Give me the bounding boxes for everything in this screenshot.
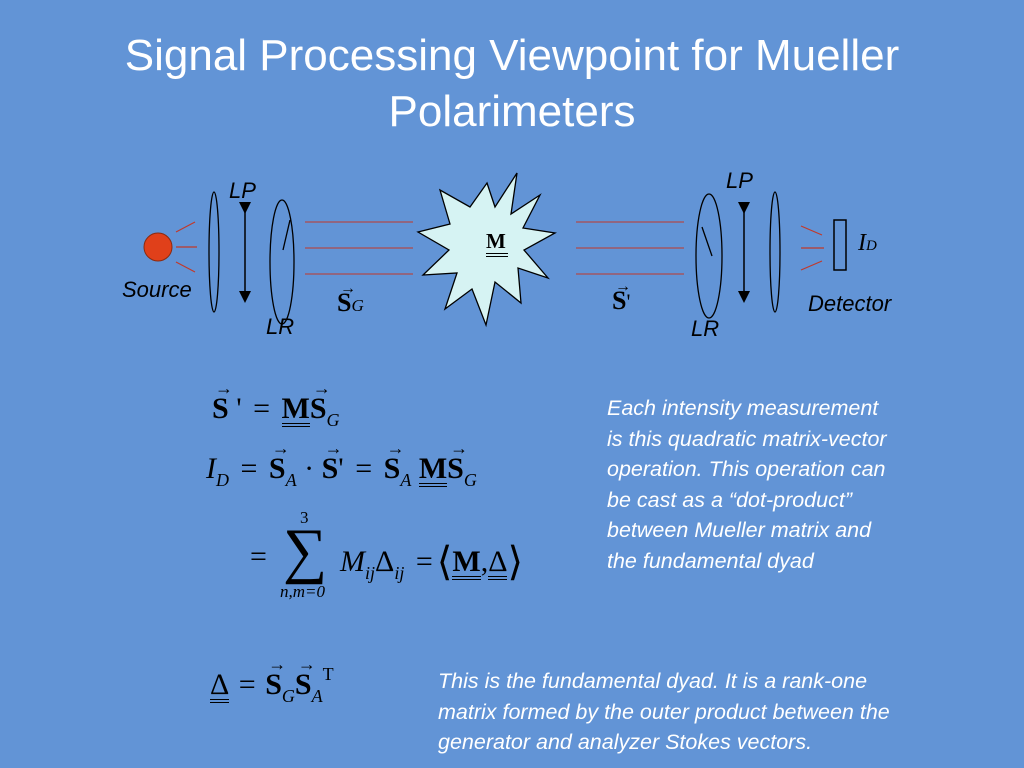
output-stokes-label: → S' [612,278,631,315]
generator-stokes-label: → SG [337,280,364,317]
generator-beam [305,221,413,275]
left-rotating-retarder [269,199,295,325]
matrix-underline [486,253,508,257]
source-icon [143,232,173,262]
source-rays [175,221,197,273]
title-line-1: Signal Processing Viewpoint for Mueller [124,31,900,80]
vector-arrow-icon: → [340,280,356,297]
detector-rays [800,225,824,271]
right-rotating-retarder [695,193,723,319]
vector-arrow-icon: → [324,438,343,458]
source-label: Source [122,277,192,302]
summation-symbol: ∑ [283,517,328,585]
vector-arrow-icon: → [297,654,316,674]
explanation-paragraph-2: This is the fundamental dyad. It is a ra… [438,669,890,754]
detector-label: Detector [808,291,892,316]
detector-icon [833,219,847,271]
equation-intensity: ID = →SA · →S' = →SA M→SG [206,438,477,490]
equation-fundamental-dyad: Δ = →SG→SAT [210,654,334,706]
vector-arrow-icon: → [268,654,287,674]
title-line-2: Polarimeters [388,87,636,136]
equation-output-stokes: →S ' = M→SG [212,378,340,430]
detected-intensity-label: ID [858,230,877,256]
right-retarder-fast-axis [701,226,713,257]
output-beam [576,221,684,275]
left-lp-label: LP [229,178,256,203]
right-lr-label: LR [691,316,720,341]
explanation-paragraph-1: Each intensity measurement is this quadr… [607,396,887,573]
left-lr-label: LR [266,314,295,339]
right-lp-label: LP [726,168,753,193]
vector-arrow-icon: → [615,278,631,295]
sample-matrix-label: M [486,230,508,257]
vector-arrow-icon: → [450,438,469,458]
vector-arrow-icon: → [386,438,405,458]
vector-arrow-icon: → [312,378,331,398]
vector-arrow-icon: → [215,378,233,398]
left-linear-polarizer [208,191,220,313]
sum-lower-limit: n,m=0 [280,582,325,601]
left-retarder-fast-axis [282,219,291,251]
sample-starburst-icon [416,172,557,328]
equation-dot-product: = 3 ∑ n,m=0 MijΔij =⟨M,Δ⟩ [250,508,524,601]
sum-upper-limit: 3 [300,508,309,527]
slide-title: Signal Processing Viewpoint for Mueller … [0,28,1024,140]
right-linear-polarizer [769,191,781,313]
vector-arrow-icon: → [271,438,290,458]
